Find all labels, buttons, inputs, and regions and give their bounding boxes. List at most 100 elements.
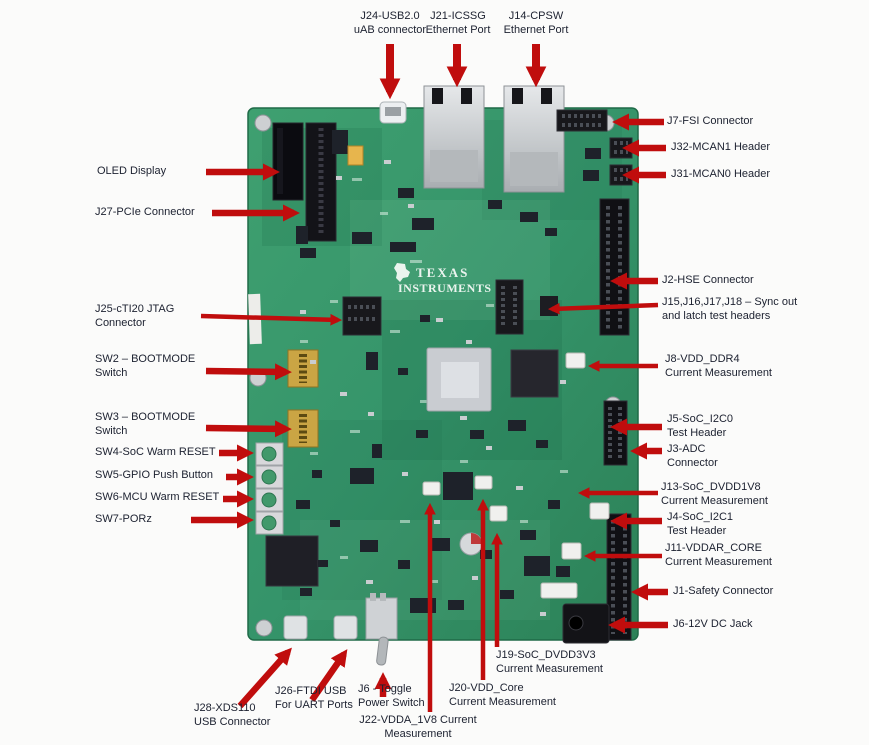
bootmode-dip-switch-sw3 xyxy=(287,409,319,448)
callout-text: J5-SoC_I2C0 xyxy=(667,413,734,425)
callout-j28-xds110: J28-XDS110 USB Connector xyxy=(194,702,270,729)
arrow-sw2 xyxy=(205,363,292,381)
i2c-adc-header xyxy=(603,400,628,466)
callout-text: J7-FSI Connector xyxy=(667,115,754,127)
callout-j24-usb2: J24-USB2.0 uAB connector xyxy=(335,10,445,37)
callout-text: Power Switch xyxy=(358,696,425,709)
callout-text: Test Header xyxy=(667,524,727,537)
hse-connector xyxy=(599,198,630,336)
callout-text: Measurement xyxy=(384,727,452,740)
callout-sw3-bootmode: SW3 – BOOTMODE Switch xyxy=(95,411,195,438)
pcb-board: TEXAS INSTRUMENTS xyxy=(247,85,639,666)
push-button-sw5 xyxy=(255,465,284,489)
misc-passives xyxy=(300,160,566,616)
arrow-j26-ftdi xyxy=(309,649,348,702)
xds110-debug-chip xyxy=(265,535,319,587)
callout-text: Test Header xyxy=(667,426,727,439)
callout-text: J27-PCIe Connector xyxy=(95,206,195,218)
callout-text: J8-VDD_DDR4 xyxy=(665,353,740,365)
measurement-jumpers xyxy=(422,352,610,599)
callout-text: SW4-SoC Warm RESET xyxy=(95,446,216,458)
callout-text: SW3 – BOOTMODE xyxy=(95,411,196,423)
callout-text: J31-MCAN0 Header xyxy=(671,168,771,180)
arrow-sw3 xyxy=(205,420,292,438)
callout-text: J11-VDDAR_CORE xyxy=(665,542,762,554)
callout-j2-hse: J2-HSE Connector xyxy=(662,274,754,288)
ddr-chip xyxy=(510,349,559,398)
callout-j27-pcie: J27-PCIe Connector xyxy=(95,206,195,220)
safety-connector-header xyxy=(606,513,632,641)
ethernet-port-j14 xyxy=(503,85,565,193)
callout-text: J14-CPSW xyxy=(508,10,564,22)
bootmode-dip-switch-sw2 xyxy=(287,349,319,388)
callout-text: Switch xyxy=(95,366,128,379)
callout-text: Current Measurement xyxy=(496,662,603,675)
callout-j13-dvdd1v8: J13-SoC_DVDD1V8 Current Measurement xyxy=(661,481,768,508)
callout-text: J6-12V DC Jack xyxy=(673,618,753,630)
callout-text: uAB connector xyxy=(353,23,427,36)
callout-sw2-bootmode: SW2 – BOOTMODE Switch xyxy=(95,353,195,380)
callout-text: J25-cTI20 JTAG xyxy=(95,303,175,315)
callout-text: J19-SoC_DVDD3V3 xyxy=(496,649,596,661)
soc-chip xyxy=(426,347,492,412)
callout-text: Current Measurement xyxy=(665,555,772,568)
callout-arrows xyxy=(191,44,668,712)
callout-text: SW5-GPIO Push Button xyxy=(95,469,213,481)
push-button-sw4 xyxy=(255,442,284,466)
callout-text: J3-ADC xyxy=(667,443,706,455)
callout-j25-jtag: J25-cTI20 JTAG Connector xyxy=(95,303,174,330)
callout-text: Connector xyxy=(95,316,146,329)
fsi-header xyxy=(556,109,608,132)
callout-text: Ethernet Port xyxy=(503,23,569,36)
electrolytic-capacitor xyxy=(459,532,483,556)
callout-j19-dvdd3v3: J19-SoC_DVDD3V3 Current Measurement xyxy=(496,649,603,676)
callout-text: J32-MCAN1 Header xyxy=(671,141,771,153)
callout-text: SW7-PORz xyxy=(95,513,152,525)
callout-text: J24-USB2.0 xyxy=(360,10,420,22)
ti-logo: TEXAS INSTRUMENTS xyxy=(394,263,491,295)
callout-j6-toggle-switch: J6 - Toggle Power Switch xyxy=(358,683,425,710)
callout-text: Current Measurement xyxy=(449,695,556,708)
callout-text: J15,J16,J17,J18 – Sync out xyxy=(662,296,798,308)
callout-sw5-gpio: SW5-GPIO Push Button xyxy=(95,469,213,483)
callout-j21-icssg: J21-ICSSG Ethernet Port xyxy=(403,10,513,37)
callout-text: USB Connector xyxy=(194,715,271,728)
callout-sw4-reset: SW4-SoC Warm RESET xyxy=(95,446,216,460)
callout-text: J26-FTDI USB xyxy=(275,685,347,697)
arrow-j28-xds110 xyxy=(237,647,292,709)
callout-j26-ftdi: J26-FTDI USB For UART Ports xyxy=(275,685,353,712)
callout-text: OLED Display xyxy=(97,165,167,177)
callout-text: SW6-MCU Warm RESET xyxy=(95,491,220,503)
jtag-header xyxy=(342,296,382,336)
callout-j8-vdd-ddr4: J8-VDD_DDR4 Current Measurement xyxy=(665,353,772,380)
callout-j22-vdda1v8: J22-VDDA_1V8 Current Measurement xyxy=(353,714,483,741)
callout-text: Switch xyxy=(95,424,128,437)
push-button-sw6 xyxy=(255,488,284,512)
callout-j15-sync: J15,J16,J17,J18 – Sync out and latch tes… xyxy=(662,296,797,323)
callout-text: For UART Ports xyxy=(275,698,353,711)
callout-text: Ethernet Port xyxy=(425,23,491,36)
callout-j5-i2c0: J5-SoC_I2C0 Test Header xyxy=(667,413,733,440)
micro-usb-j26 xyxy=(333,615,358,640)
micro-usb-j28 xyxy=(283,615,308,640)
callout-text: J1-Safety Connector xyxy=(673,585,774,597)
tantalum-cap xyxy=(347,145,364,166)
misc-ics xyxy=(296,148,601,613)
callout-j4-i2c1: J4-SoC_I2C1 Test Header xyxy=(667,511,733,538)
usb2-uab-connector xyxy=(379,101,407,124)
callout-j6-dc-jack: J6-12V DC Jack xyxy=(673,618,752,632)
callout-text: J6 - Toggle xyxy=(358,683,412,695)
callout-text: J20-VDD_Core xyxy=(449,682,524,694)
dc-jack xyxy=(562,603,610,644)
callout-text: Current Measurement xyxy=(661,494,768,507)
callout-j32-mcan1: J32-MCAN1 Header xyxy=(671,141,770,155)
callout-j14-cpsw: J14-CPSW Ethernet Port xyxy=(481,10,591,37)
callout-text: J22-VDDA_1V8 Current xyxy=(359,714,477,726)
callout-j20-vdd-core: J20-VDD_Core Current Measurement xyxy=(449,682,556,709)
pcie-connector xyxy=(305,122,337,242)
callout-j31-mcan0: J31-MCAN0 Header xyxy=(671,168,770,182)
callout-oled: OLED Display xyxy=(97,165,166,179)
ethernet-port-j21 xyxy=(423,85,485,189)
